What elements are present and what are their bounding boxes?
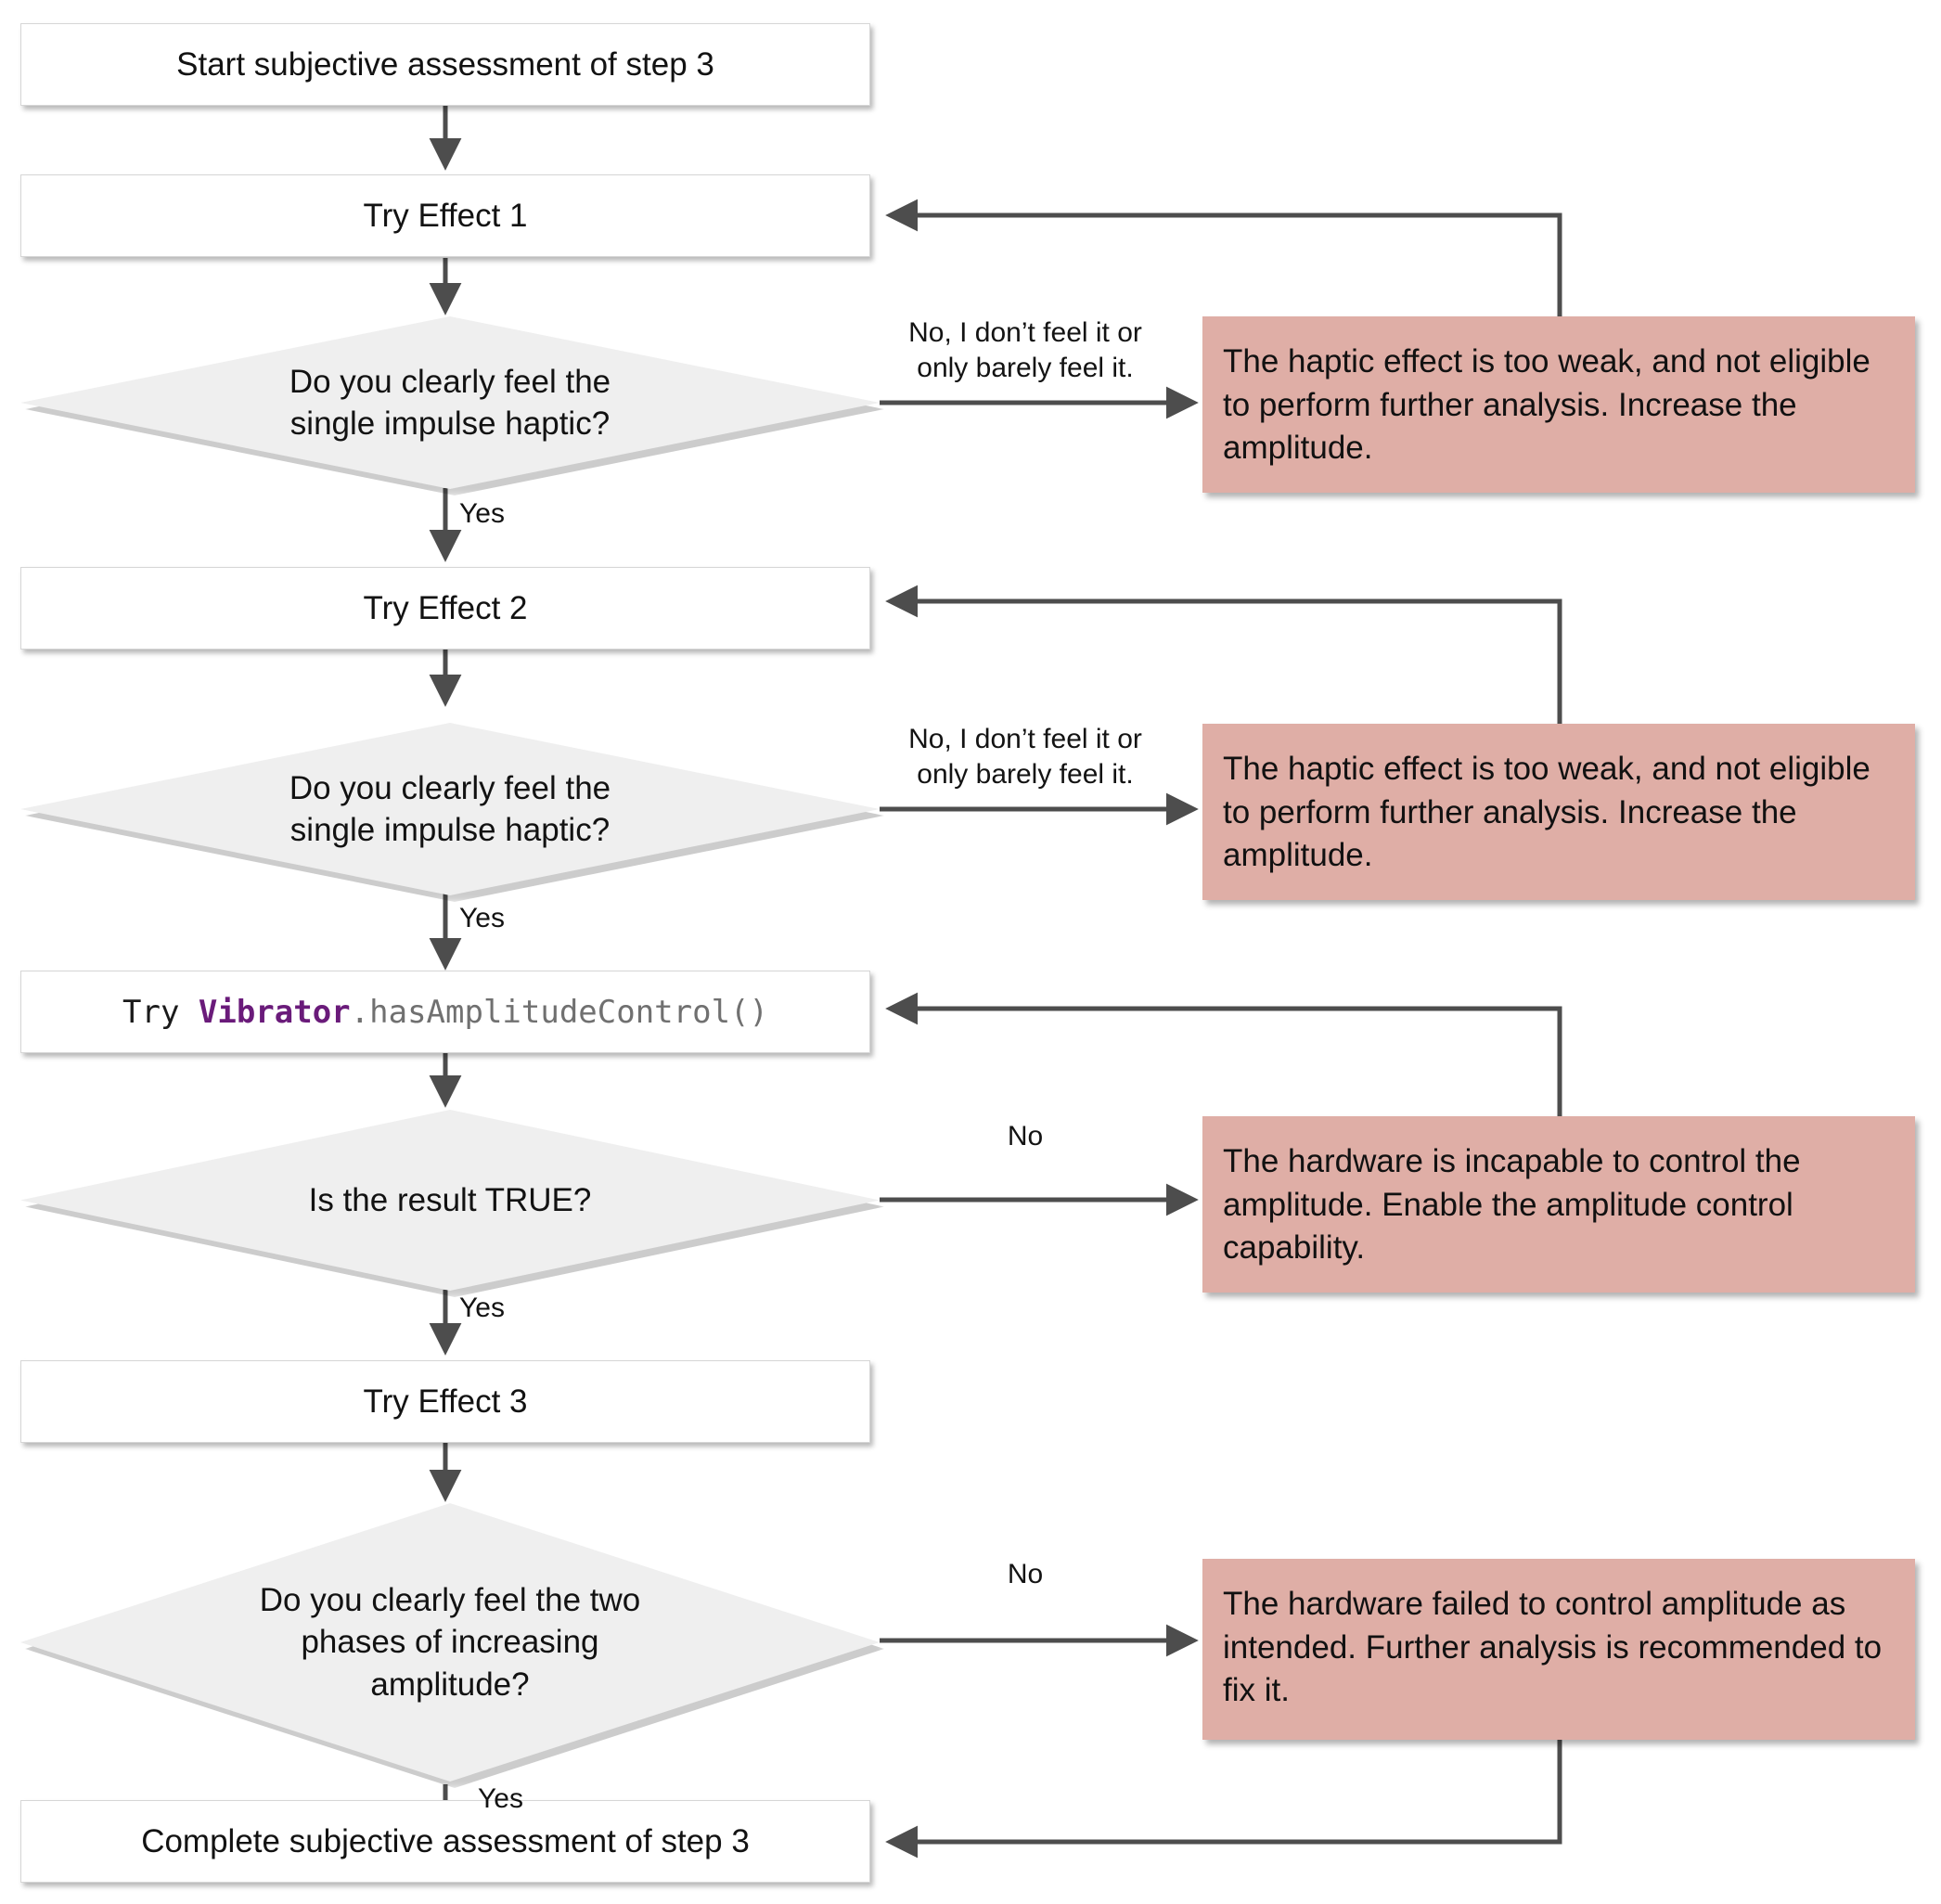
node-decision-1[interactable]: Do you clearly feel the single impulse h…: [20, 316, 884, 495]
code-class-name: Vibrator: [198, 993, 351, 1031]
edge-advice2-feedback: [885, 585, 1562, 724]
node-decision-3-label: Is the result TRUE?: [308, 1181, 592, 1218]
edge-label-decision2-no: No, I don’t feel it or only barely feel …: [908, 724, 1142, 790]
node-start-label: Start subjective assessment of step 3: [176, 45, 714, 83]
edge-label-decision3-yes: Yes: [459, 1293, 505, 1323]
node-decision-4-label: Do you clearly feel the two phases of in…: [259, 1581, 641, 1703]
node-advice-3[interactable]: The hardware is incapable to control the…: [1202, 1116, 1915, 1293]
node-advice-1-label: The haptic effect is too weak, and not e…: [1223, 343, 1870, 467]
node-decision-3[interactable]: Is the result TRUE?: [20, 1110, 884, 1297]
edge-label-decision3-no: No: [1007, 1121, 1044, 1151]
node-complete[interactable]: Complete subjective assessment of step 3: [20, 1800, 870, 1883]
node-decision-4[interactable]: Do you clearly feel the two phases of in…: [20, 1503, 884, 1788]
node-try-effect-3-label: Try Effect 3: [363, 1383, 528, 1420]
node-decision-2-label: Do you clearly feel the single impulse h…: [289, 769, 611, 849]
node-advice-3-label: The hardware is incapable to control the…: [1223, 1143, 1801, 1267]
edge-advice4-feedback: [885, 1740, 1562, 1859]
node-try-effect-3[interactable]: Try Effect 3: [20, 1360, 870, 1443]
edge-label-decision1-no: No, I don’t feel it or only barely feel …: [908, 317, 1142, 383]
node-start[interactable]: Start subjective assessment of step 3: [20, 23, 870, 106]
node-advice-2-label: The haptic effect is too weak, and not e…: [1223, 751, 1870, 874]
edge-advice1-feedback: [885, 199, 1562, 316]
node-complete-label: Complete subjective assessment of step 3: [141, 1822, 750, 1859]
node-try-vibrator-label: Try Vibrator.hasAmplitudeControl(): [122, 994, 768, 1031]
code-prefix: Try: [122, 993, 199, 1031]
code-method-name: .hasAmplitudeControl(): [350, 993, 768, 1031]
edge-label-decision4-no: No: [1007, 1559, 1044, 1589]
node-try-effect-2[interactable]: Try Effect 2: [20, 567, 870, 650]
edge-advice3-feedback: [885, 992, 1562, 1116]
node-decision-1-label: Do you clearly feel the single impulse h…: [289, 363, 611, 443]
node-try-vibrator[interactable]: Try Vibrator.hasAmplitudeControl(): [20, 971, 870, 1053]
edge-label-decision1-yes: Yes: [459, 498, 505, 529]
edge-label-decision2-yes: Yes: [459, 903, 505, 933]
node-try-effect-1[interactable]: Try Effect 1: [20, 174, 870, 257]
node-advice-4[interactable]: The hardware failed to control amplitude…: [1202, 1559, 1915, 1740]
node-advice-4-label: The hardware failed to control amplitude…: [1223, 1586, 1883, 1709]
node-try-effect-1-label: Try Effect 1: [363, 197, 528, 234]
node-try-effect-2-label: Try Effect 2: [363, 589, 528, 626]
node-decision-2[interactable]: Do you clearly feel the single impulse h…: [20, 723, 884, 902]
node-advice-1[interactable]: The haptic effect is too weak, and not e…: [1202, 316, 1915, 493]
edge-label-decision4-yes: Yes: [478, 1783, 523, 1814]
node-advice-2[interactable]: The haptic effect is too weak, and not e…: [1202, 724, 1915, 900]
